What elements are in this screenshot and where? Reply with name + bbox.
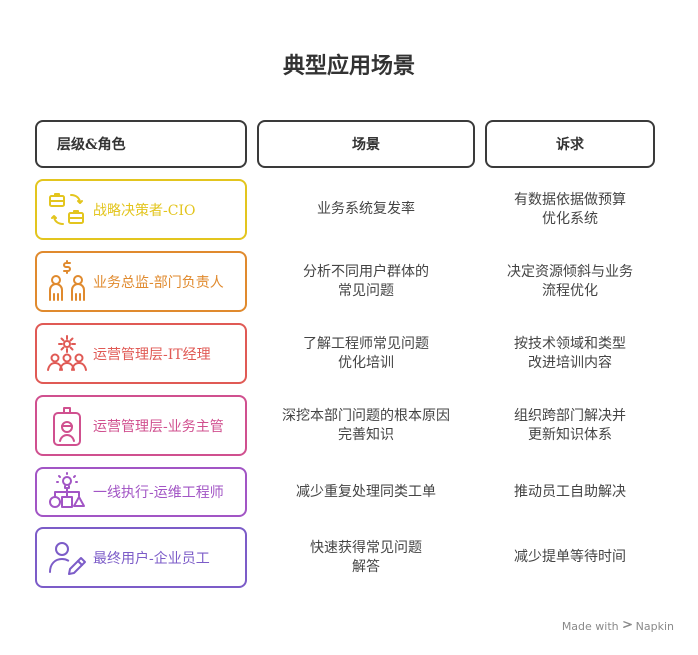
header-need: 诉求 xyxy=(485,120,655,168)
role-box-business-supervisor: 运营管理层-业务主管 xyxy=(35,395,247,456)
role-label: 运营管理层-IT经理 xyxy=(93,346,211,363)
role-box-cio: 战略决策者-CIO xyxy=(35,179,247,240)
need-cell: 决定资源倾斜与业务流程优化 xyxy=(507,263,633,299)
role-label: 最终用户-企业员工 xyxy=(93,550,210,567)
need-cell: 有数据依据做预算优化系统 xyxy=(514,191,626,227)
scene-cell: 分析不同用户群体的常见问题 xyxy=(303,263,429,299)
header-role: 层级&角色 xyxy=(35,120,247,168)
napkin-logo-icon xyxy=(622,619,633,633)
team-gear-icon xyxy=(41,328,93,380)
role-label: 业务总监-部门负责人 xyxy=(93,274,224,291)
footer-attribution: Made with Napkin xyxy=(562,619,674,633)
scene-cell: 了解工程师常见问题优化培训 xyxy=(303,335,429,371)
role-box-ops-engineer: 一线执行-运维工程师 xyxy=(35,467,247,517)
role-box-end-user: 最终用户-企业员工 xyxy=(35,527,247,588)
scene-cell: 减少重复处理同类工单 xyxy=(296,483,436,500)
header-scene: 场景 xyxy=(257,120,475,168)
scene-cell: 快速获得常见问题解答 xyxy=(310,539,422,575)
people-money-icon xyxy=(41,256,93,308)
badge-person-icon xyxy=(41,400,93,452)
role-label: 运营管理层-业务主管 xyxy=(93,418,224,435)
briefcase-exchange-icon xyxy=(41,184,93,236)
user-edit-icon xyxy=(41,532,93,584)
need-cell: 减少提单等待时间 xyxy=(514,549,626,565)
need-cell: 按技术领域和类型改进培训内容 xyxy=(514,335,626,371)
lightbulb-network-icon xyxy=(41,466,93,518)
role-box-it-manager: 运营管理层-IT经理 xyxy=(35,323,247,384)
scene-cell: 深挖本部门问题的根本原因完善知识 xyxy=(282,407,450,443)
role-box-director: 业务总监-部门负责人 xyxy=(35,251,247,312)
role-label: 一线执行-运维工程师 xyxy=(93,485,224,501)
role-label: 战略决策者-CIO xyxy=(93,202,196,219)
page-title: 典型应用场景 xyxy=(282,54,415,79)
need-cell: 推动员工自助解决 xyxy=(514,483,626,500)
need-cell: 组织跨部门解决并更新知识体系 xyxy=(514,407,626,443)
made-with-text: Made with xyxy=(561,619,619,633)
brand-text: Napkin xyxy=(635,619,674,633)
scene-cell: 业务系统复发率 xyxy=(317,201,415,217)
